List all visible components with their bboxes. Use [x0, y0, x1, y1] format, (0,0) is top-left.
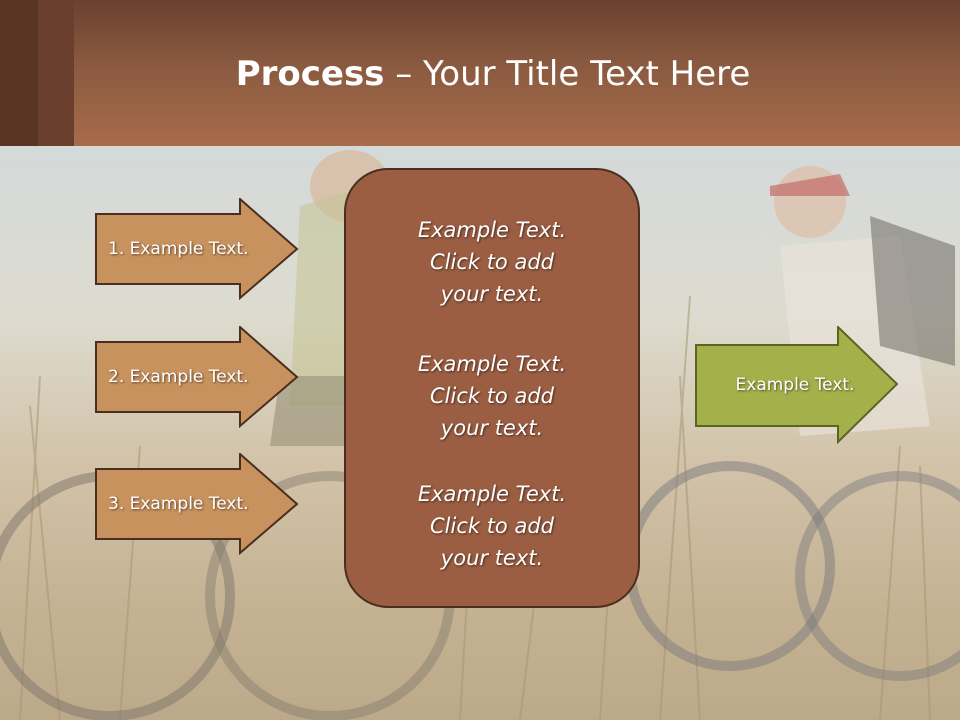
text-line: Click to add	[429, 514, 554, 538]
arrow-label: 1. Example Text.	[108, 239, 249, 259]
text-line: your text.	[440, 546, 544, 570]
process-step-arrow-2[interactable]: 2. Example Text.	[95, 326, 299, 428]
text-line: your text.	[440, 416, 544, 440]
result-arrow[interactable]: Example Text.	[695, 326, 899, 444]
arrow-label: 2. Example Text.	[108, 367, 249, 387]
title-rest: – Your Title Text Here	[384, 54, 751, 94]
process-step-arrow-1[interactable]: 1. Example Text.	[95, 198, 299, 300]
header-accent-bar	[0, 0, 38, 146]
arrow-shape	[95, 453, 299, 555]
arrow-shape	[695, 326, 899, 444]
center-text-block-1[interactable]: Example Text. Click to add your text.	[346, 214, 638, 310]
text-line: Click to add	[429, 384, 554, 408]
arrow-label: Example Text.	[735, 375, 855, 395]
text-line: Click to add	[429, 250, 554, 274]
text-line: Example Text.	[417, 218, 567, 242]
slide-title[interactable]: Process – Your Title Text Here	[0, 54, 960, 94]
text-line: Example Text.	[417, 352, 567, 376]
center-content-box[interactable]: Example Text. Click to add your text. Ex…	[344, 168, 640, 608]
center-text-block-3[interactable]: Example Text. Click to add your text.	[346, 478, 638, 574]
center-text-block-2[interactable]: Example Text. Click to add your text.	[346, 348, 638, 444]
text-line: Example Text.	[417, 482, 567, 506]
title-bar: Process – Your Title Text Here	[0, 0, 960, 146]
arrow-shape	[95, 198, 299, 300]
header-accent-bar	[38, 0, 74, 146]
arrow-label: 3. Example Text.	[108, 494, 249, 514]
arrow-shape	[95, 326, 299, 428]
process-step-arrow-3[interactable]: 3. Example Text.	[95, 453, 299, 555]
text-line: your text.	[440, 282, 544, 306]
title-bold: Process	[235, 54, 385, 94]
